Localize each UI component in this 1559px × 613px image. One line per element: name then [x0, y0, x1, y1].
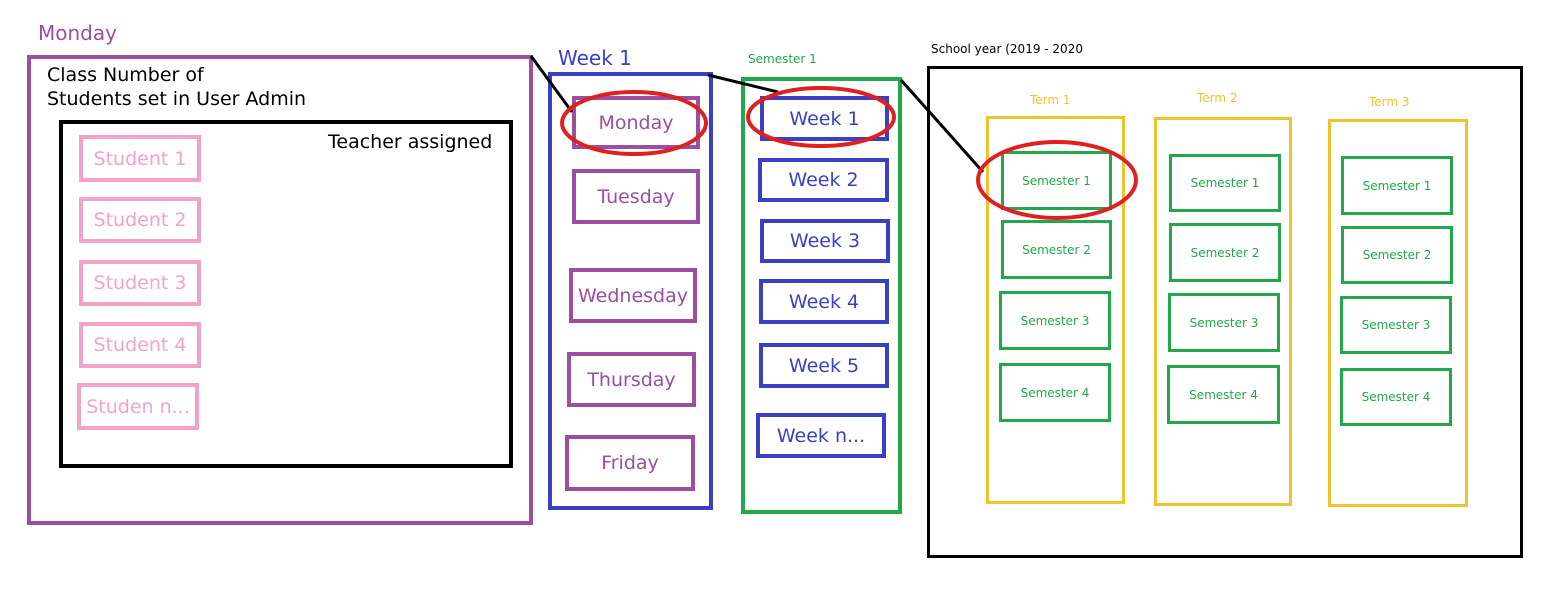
day-box: Friday — [565, 435, 695, 491]
student-box: Student 1 — [79, 135, 201, 182]
semester-box: Semester 2 — [1001, 220, 1112, 279]
week-label: Week n... — [776, 424, 866, 447]
connector-line — [529, 55, 574, 113]
semester-box: Semester 1 — [1341, 156, 1453, 215]
semester-label: Semester 1 — [1190, 176, 1260, 190]
school-year-title: School year (2019 - 2020 — [931, 42, 1083, 56]
week-label: Week 3 — [789, 230, 861, 252]
week-panel-box — [548, 72, 713, 510]
semester-box: Semester 2 — [1341, 226, 1453, 284]
week-label: Week 1 — [789, 107, 860, 130]
semester-box: Semester 3 — [1168, 293, 1280, 352]
semester-label: Semester 3 — [1189, 315, 1259, 330]
teacher-box — [59, 120, 513, 468]
connector-line — [899, 79, 985, 173]
week-label: Week 2 — [788, 169, 859, 191]
class-label-line2: Students set in User Admin — [47, 88, 307, 110]
day-box: Thursday — [567, 352, 696, 407]
semester-label: Semester 2 — [1362, 248, 1432, 262]
semester-box: Semester 4 — [999, 363, 1111, 422]
day-label: Monday — [598, 111, 674, 134]
week-box: Week 1 — [760, 96, 889, 141]
week-box: Week 4 — [759, 279, 889, 324]
term-label: Term 3 — [1369, 95, 1410, 109]
term-box — [986, 116, 1125, 504]
day-box: Wednesday — [569, 268, 697, 323]
highlight-circle — [976, 140, 1138, 220]
week-box: Week 5 — [759, 343, 889, 388]
week-label: Week 5 — [788, 354, 860, 377]
highlight-circle — [746, 86, 896, 148]
semester-label: Semester 4 — [1361, 390, 1431, 404]
semester-label: Semester 1 — [1022, 173, 1091, 188]
class-label-line1: Class Number of — [47, 64, 204, 86]
student-box: Studen n... — [77, 383, 199, 430]
semester-box: Semester 1 — [1001, 151, 1112, 210]
semester-label: Semester 1 — [1362, 178, 1432, 193]
term-label: Term 2 — [1197, 91, 1238, 105]
day-label: Thursday — [587, 368, 676, 391]
week-box: Week 3 — [760, 219, 890, 263]
term-box — [1328, 119, 1468, 507]
day-label: Wednesday — [577, 284, 688, 307]
week-label: Week 4 — [788, 290, 860, 313]
student-box: Student 3 — [79, 260, 201, 306]
student-box: Student 4 — [79, 322, 201, 368]
week-box: Week 2 — [758, 158, 889, 202]
term-box — [1154, 117, 1292, 506]
highlight-circle — [560, 90, 708, 156]
semester-box: Semester 3 — [999, 291, 1111, 350]
semester-panel-box — [741, 77, 902, 514]
day-label: Friday — [601, 452, 659, 474]
semester-box: Semester 4 — [1340, 368, 1452, 426]
term-label: Term 1 — [1030, 93, 1071, 107]
semester-label: Semester 2 — [1190, 245, 1260, 260]
student-label: Student 3 — [93, 272, 187, 294]
school-year-box — [927, 66, 1523, 558]
student-label: Student 4 — [93, 334, 187, 356]
semester-label: Semester 3 — [1361, 318, 1431, 332]
semester-box: Semester 4 — [1167, 365, 1280, 424]
semester-label: Semester 2 — [1022, 242, 1091, 257]
semester-label: Semester 4 — [1020, 385, 1090, 400]
semester-panel-title: Semester 1 — [748, 52, 817, 66]
connector-line — [707, 73, 779, 94]
teacher-label: Teacher assigned — [328, 131, 493, 153]
day-box: Tuesday — [572, 169, 700, 224]
day-box: Monday — [572, 96, 700, 149]
student-label: Student 1 — [93, 147, 187, 170]
student-label: Studen n... — [86, 395, 190, 418]
semester-box: Semester 3 — [1340, 296, 1452, 354]
week-panel-title: Week 1 — [558, 46, 632, 70]
monday-panel-box — [27, 55, 533, 525]
semester-box: Semester 2 — [1169, 223, 1281, 282]
semester-label: Semester 4 — [1189, 387, 1258, 402]
semester-label: Semester 3 — [1020, 313, 1090, 328]
semester-box: Semester 1 — [1169, 154, 1281, 212]
student-label: Student 2 — [93, 209, 187, 231]
monday-panel-title: Monday — [38, 21, 117, 45]
student-box: Student 2 — [79, 197, 201, 243]
day-label: Tuesday — [597, 185, 675, 208]
week-box: Week n... — [756, 413, 886, 458]
